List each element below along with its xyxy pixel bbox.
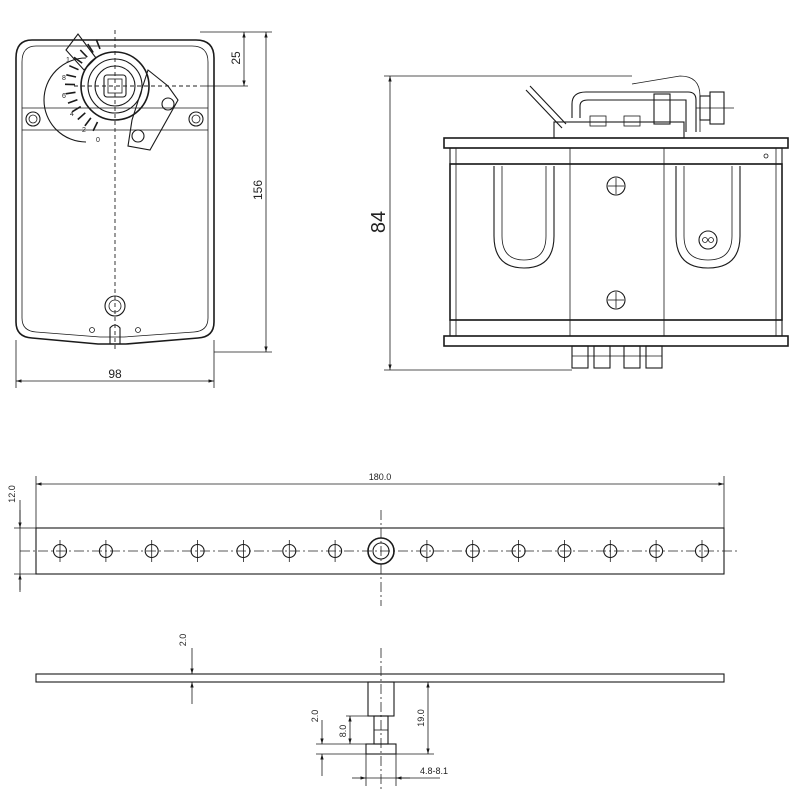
position-scale-ticks	[64, 39, 101, 132]
bottom-connector	[645, 345, 663, 369]
side-u-slot-right	[675, 166, 741, 269]
dim-side-height-label: 84	[368, 211, 390, 233]
lever-bolt	[131, 129, 145, 143]
small-hole-left	[89, 327, 95, 333]
scale-mark-label: 6	[62, 93, 66, 100]
dim-bracket-width-label: 12.0	[7, 485, 17, 503]
dim-top-label: 25	[229, 51, 243, 65]
mounting-hole-right-inner	[191, 114, 201, 124]
bottom-connector	[571, 345, 589, 369]
scale-tick	[92, 121, 99, 132]
mounting-hole-left	[25, 111, 41, 127]
scale-tick	[68, 64, 79, 71]
mounting-hole-left-inner	[28, 114, 38, 124]
scale-tick	[66, 74, 77, 78]
dim-pin-height-label: 19.0	[416, 709, 426, 727]
bracket-side-plate	[35, 673, 725, 683]
dim-pin-flange-label: 2.0	[310, 710, 320, 723]
side-screw-top	[606, 176, 626, 196]
scale-tick	[65, 91, 76, 95]
side-screw-bottom	[606, 290, 626, 310]
position-scale-arc	[43, 57, 87, 143]
dim-pin-small-label: 8.0	[338, 725, 348, 738]
side-top-band	[449, 147, 783, 165]
scale-mark-label: 1	[66, 57, 70, 64]
small-hole-right	[135, 327, 141, 333]
dim-bracket-length-label: 180.0	[369, 472, 392, 482]
pointer-arm	[65, 33, 97, 71]
scale-tick	[71, 105, 82, 113]
dim-plate-thickness-label: 2.0	[178, 634, 188, 647]
scale-tick	[79, 49, 88, 58]
bottom-connector	[623, 345, 641, 369]
dim-height-label: 156	[251, 180, 265, 200]
bracket-center-hole	[367, 537, 395, 565]
scale-tick	[77, 112, 86, 121]
front-view: 1 8 6 4 2 0 98 25 156	[15, 30, 272, 388]
front-body-outline	[15, 39, 215, 345]
side-view: 84	[368, 75, 789, 371]
bracket-side-view: 2.0 2.0 8.0 19.0 4.8-8.1	[35, 634, 725, 790]
dim-width-label: 98	[108, 367, 122, 381]
scale-tick	[95, 39, 101, 50]
scale-mark-label: 0	[96, 137, 100, 144]
dim-pin-dia-label: 4.8-8.1	[420, 766, 448, 776]
bottom-connector	[593, 345, 611, 369]
scale-mark-label: 8	[62, 75, 66, 82]
bracket-holes	[52, 540, 710, 562]
scale-tick	[67, 98, 78, 104]
side-bottom-plate	[443, 335, 789, 347]
side-top-plate	[443, 137, 789, 149]
mounting-hole-right	[188, 111, 204, 127]
scale-mark-label: 2	[82, 127, 86, 134]
lever-bolt	[161, 97, 175, 111]
scale-tick	[84, 117, 92, 127]
scale-tick	[73, 56, 83, 64]
pin-flange	[365, 743, 397, 755]
front-body-inner	[21, 45, 209, 338]
scale-mark-label: 4	[70, 111, 74, 118]
u-bolt	[571, 91, 697, 132]
clamp-nut	[653, 93, 671, 125]
side-u-slot-left	[493, 166, 555, 269]
side-bottom-band	[449, 319, 783, 337]
scale-tick	[87, 43, 94, 53]
cable-gland	[698, 230, 718, 250]
bracket-top-view: 180.0 12.0	[7, 472, 740, 606]
